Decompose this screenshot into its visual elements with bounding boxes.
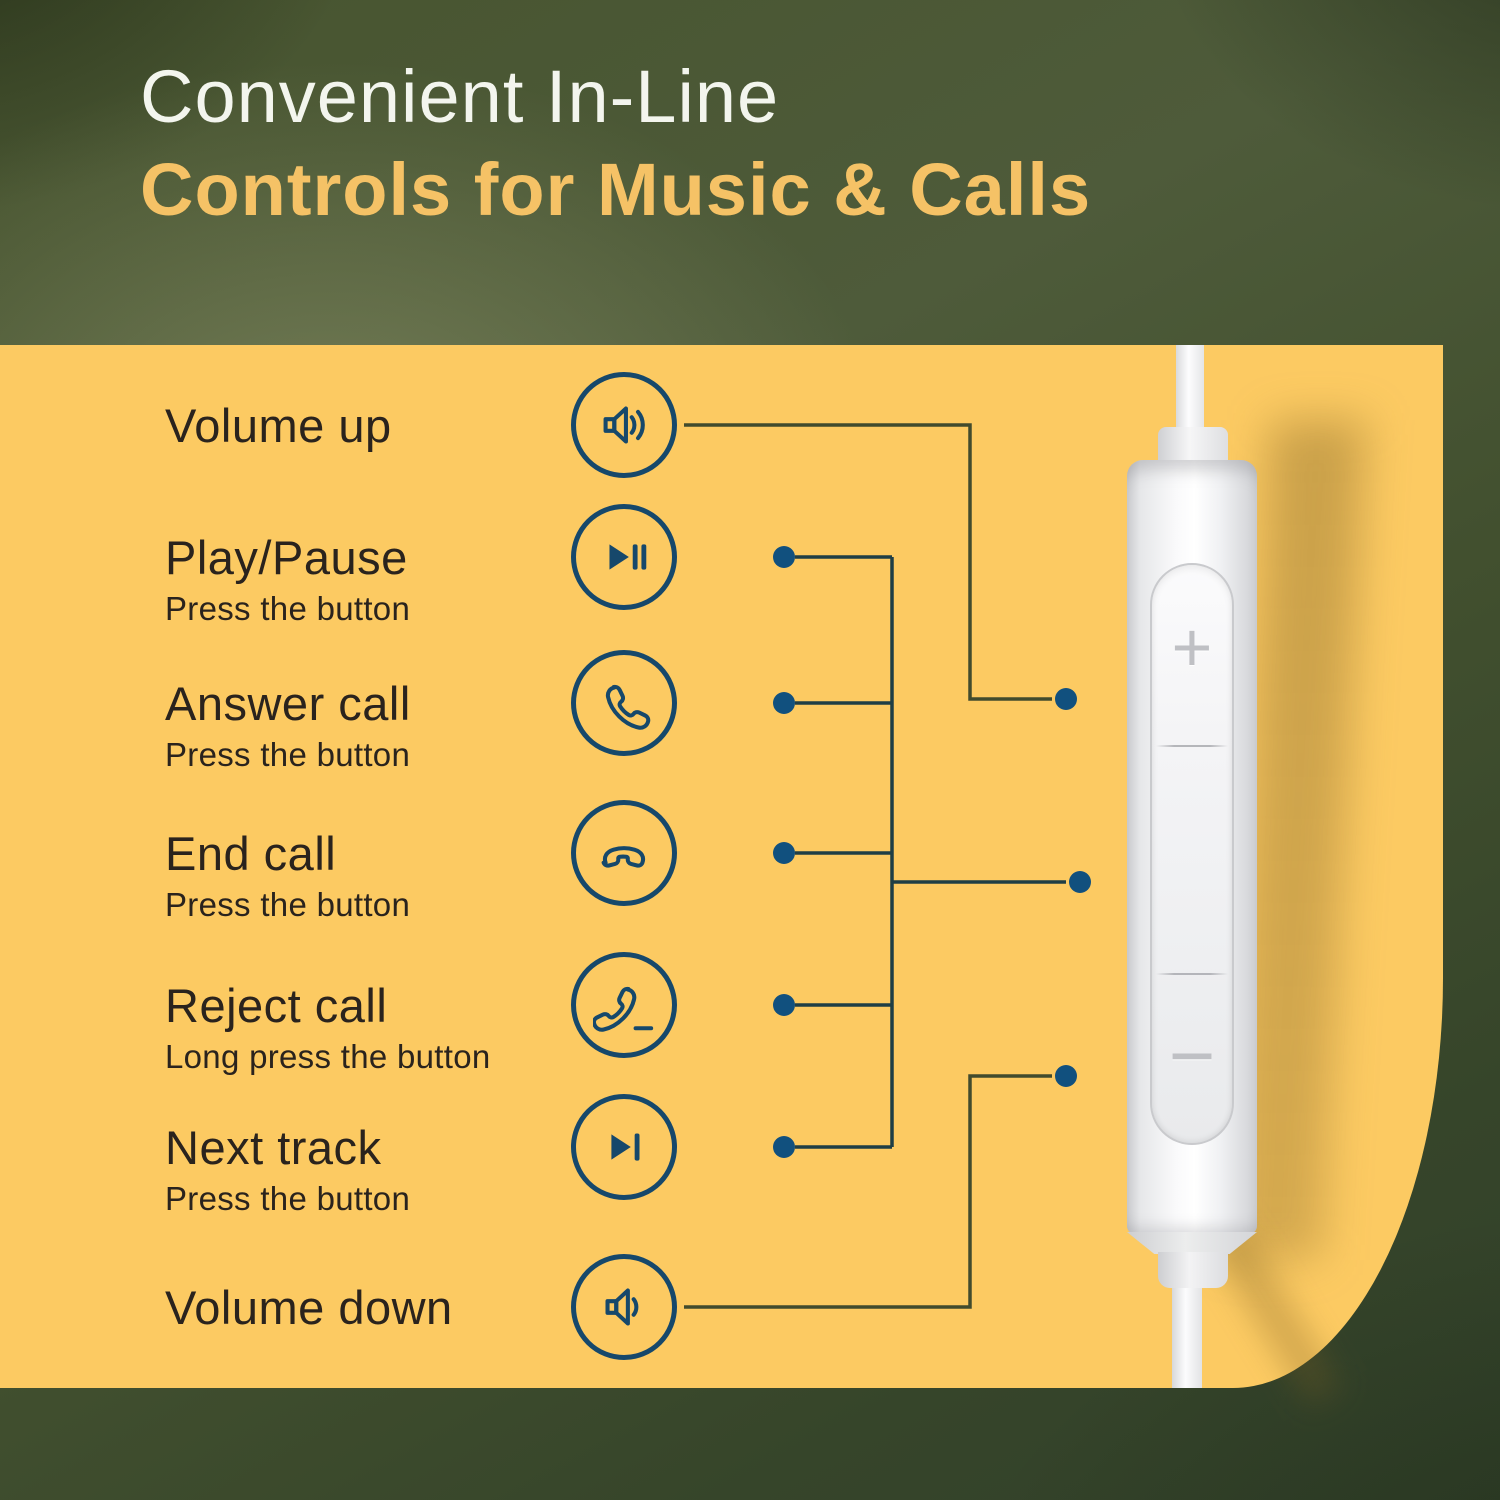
row-sublabel: Long press the button xyxy=(165,1038,491,1075)
row-end-call: End call Press the button xyxy=(165,826,410,928)
row-label: Volume up xyxy=(165,399,392,452)
end-call-icon xyxy=(571,800,677,906)
row-sublabel: Press the button xyxy=(165,1180,411,1217)
volume-up-icon xyxy=(571,372,677,478)
row-play-pause: Play/Pause Press the button xyxy=(165,530,410,632)
next-track-icon xyxy=(571,1094,677,1200)
remote-bottom-taper xyxy=(1127,1232,1257,1254)
remote-top-collar xyxy=(1158,427,1228,465)
row-next-track: Next track Press the button xyxy=(165,1120,410,1222)
row-label: Next track xyxy=(165,1121,382,1174)
row-label: Answer call xyxy=(165,677,411,730)
volume-plus-button: + xyxy=(1171,608,1213,686)
row-volume-up: Volume up xyxy=(165,398,392,454)
row-volume-down: Volume down xyxy=(165,1280,453,1336)
earphone-cable-top xyxy=(1176,345,1204,435)
row-label: End call xyxy=(165,827,337,880)
rocker-seam-lower xyxy=(1156,973,1228,975)
volume-down-icon xyxy=(571,1254,677,1360)
volume-minus-button: − xyxy=(1168,1011,1216,1100)
row-label: Volume down xyxy=(165,1281,453,1334)
row-label: Play/Pause xyxy=(165,531,408,584)
play-pause-icon xyxy=(571,504,677,610)
page-title: Convenient In-Line Controls for Music & … xyxy=(140,50,1091,236)
row-sublabel: Press the button xyxy=(165,886,411,923)
answer-call-icon xyxy=(571,650,677,756)
title-line-1: Convenient In-Line xyxy=(140,55,780,138)
row-label: Reject call xyxy=(165,979,388,1032)
row-sublabel: Press the button xyxy=(165,736,411,773)
volume-rocker-button xyxy=(1150,563,1234,1145)
reject-call-icon xyxy=(571,952,677,1058)
row-answer-call: Answer call Press the button xyxy=(165,676,411,778)
earphone-cable-bottom xyxy=(1172,1284,1202,1388)
title-line-2: Controls for Music & Calls xyxy=(140,148,1092,232)
remote-bottom-collar xyxy=(1158,1252,1228,1288)
rocker-seam-upper xyxy=(1156,745,1228,747)
row-sublabel: Press the button xyxy=(165,590,411,627)
row-reject-call: Reject call Long press the button xyxy=(165,978,491,1080)
